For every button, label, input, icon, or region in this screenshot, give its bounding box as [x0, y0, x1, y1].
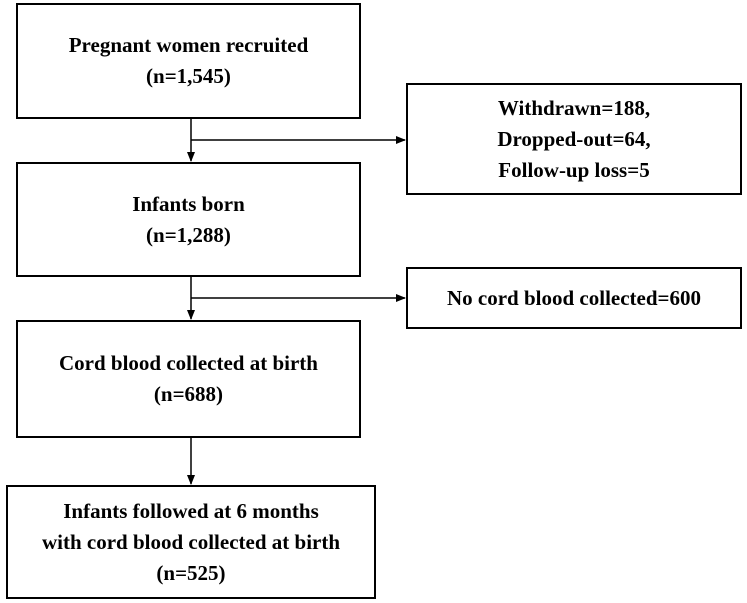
- box-infants-followed-6-months: Infants followed at 6 months with cord b…: [6, 485, 376, 599]
- box-line: Infants born: [132, 191, 245, 216]
- box-line: with cord blood collected at birth: [41, 529, 341, 554]
- box-line: Infants followed at 6 months: [63, 498, 319, 523]
- box-line: Cord blood collected at birth: [59, 351, 318, 375]
- box-line: Pregnant women recruited: [68, 33, 309, 57]
- box-cord-blood-collected: Cord blood collected at birth (n=688): [16, 320, 361, 438]
- box-line: (n=1,545): [146, 64, 231, 88]
- box-line: Follow-up loss=5: [498, 157, 650, 182]
- box-line: (n=525): [156, 560, 226, 585]
- box-no-cord-blood-collected: No cord blood collected=600: [406, 267, 742, 329]
- box-line: (n=688): [153, 382, 224, 406]
- box-withdrawn-dropped-out: Withdrawn=188, Dropped-out=64, Follow-up…: [406, 83, 742, 195]
- box-pregnant-women-recruited: Pregnant women recruited (n=1,545): [16, 3, 361, 119]
- box-line: Dropped-out=64,: [497, 126, 651, 151]
- box-line: (n=1,288): [146, 222, 231, 247]
- box-line: Withdrawn=188,: [497, 95, 651, 120]
- box-infants-born: Infants born (n=1,288): [16, 162, 361, 277]
- box-line: No cord blood collected=600: [446, 285, 702, 310]
